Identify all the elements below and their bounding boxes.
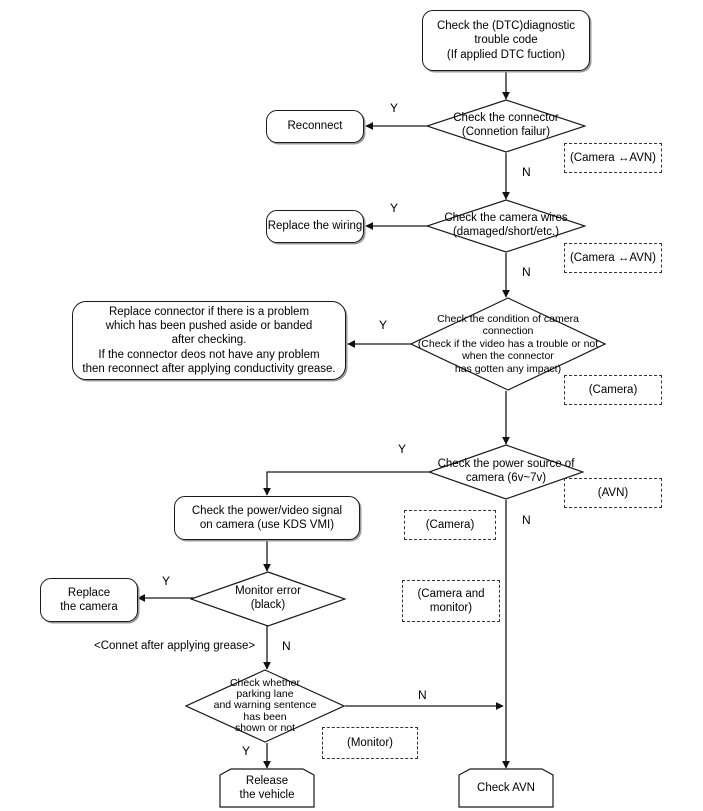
- tag-monitor-label: (Monitor): [346, 736, 393, 749]
- node-decision-4-label: Check the power source of camera (6v~7v): [428, 444, 584, 500]
- node-decision-3-line-2: connection: [482, 325, 534, 338]
- node-decision-camera-connection-condition[interactable]: Check the condition of camera connection…: [410, 297, 606, 391]
- node-decision-5-line-2: (black): [250, 599, 286, 611]
- node-start-line-1: Check the (DTC)diagnostic: [436, 20, 576, 33]
- diamond-shape-2: [426, 199, 586, 253]
- node-decision-2-label: Check the camera wires (damaged/short/et…: [426, 199, 586, 253]
- node-replace-connector-line-2: which has been pushed aside or banded: [105, 320, 313, 333]
- node-decision-6-label: Check whether parking lane and warning s…: [185, 669, 345, 743]
- node-decision-1-line-2: (Connetion failur): [461, 126, 551, 138]
- tag-monitor: (Monitor): [322, 727, 418, 759]
- tag-camera-2-label: (Camera): [425, 518, 475, 531]
- edge-label-d2-yes: Y: [390, 201, 399, 215]
- edge-label-d1-no: N: [522, 165, 531, 179]
- note-connect-after-grease: <Connet after applying grease>: [94, 640, 256, 652]
- node-decision-6-line-1: Check whether: [229, 676, 301, 689]
- diamond-shape-3: [410, 297, 606, 391]
- node-replace-wiring[interactable]: Replace the wiring: [266, 210, 364, 243]
- tag-camera-and-monitor-line-1: (Camera and: [417, 587, 485, 600]
- edge-label-d6-yes: Y: [242, 744, 251, 758]
- node-decision-parking-lane-warning[interactable]: Check whether parking lane and warning s…: [185, 669, 345, 743]
- node-replace-camera[interactable]: Replace the camera: [40, 578, 138, 622]
- node-replace-connector-label: Replace connector if there is a problem …: [82, 305, 335, 375]
- node-release-vehicle-label: Release the vehicle: [219, 768, 315, 808]
- edge-label-d5-yes: Y: [162, 574, 171, 588]
- tag-camera-and-monitor: (Camera and monitor): [402, 580, 500, 622]
- tag-camera-1-label: (Camera): [588, 383, 638, 396]
- node-decision-1-line-1: Check the connector: [453, 112, 559, 125]
- node-decision-4-line-1: Check the power source of: [437, 458, 575, 471]
- node-decision-6-line-2: parking lane: [236, 688, 294, 700]
- tag-camera-avn-1: (Camera ↔AVN): [564, 143, 662, 173]
- tag-camera-2: (Camera): [404, 510, 496, 540]
- node-release-vehicle[interactable]: Release the vehicle: [219, 768, 315, 808]
- node-decision-3-line-4: when the connector: [462, 350, 554, 363]
- node-decision-monitor-error[interactable]: Monitor error (black): [190, 571, 346, 627]
- node-check-signal-line-2: on camera (use KDS VMI): [199, 519, 335, 531]
- edge-label-d4-yes: Y: [398, 442, 407, 456]
- edge-label-d6-no: N: [418, 688, 427, 702]
- node-check-signal-line-1: Check the power/video signal: [191, 504, 343, 517]
- tag-camera-avn-2-label: (Camera ↔AVN): [569, 251, 657, 264]
- node-decision-6-line-4: has been: [243, 710, 287, 723]
- diamond-shape-1: [426, 99, 586, 153]
- diamond-shape-5: [190, 571, 346, 627]
- node-decision-power-source[interactable]: Check the power source of camera (6v~7v): [428, 444, 584, 500]
- node-decision-6-line-3: and warning sentence: [213, 699, 317, 712]
- node-replace-camera-label: Replace the camera: [60, 586, 118, 614]
- node-check-signal-label: Check the power/video signal on camera (…: [192, 504, 342, 532]
- node-decision-2-line-2: (damaged/short/etc.): [452, 226, 560, 238]
- tag-camera-avn-2: (Camera ↔AVN): [564, 243, 662, 273]
- edge-label-d3-yes: Y: [379, 318, 388, 332]
- tag-camera-avn-1-label: (Camera ↔AVN): [569, 151, 657, 164]
- node-release-line-1: Release: [245, 774, 289, 787]
- node-check-avn-label: Check AVN: [458, 768, 554, 808]
- node-decision-3-label: Check the condition of camera connection…: [410, 297, 606, 391]
- node-reconnect[interactable]: Reconnect: [266, 110, 364, 143]
- node-decision-5-label: Monitor error (black): [190, 571, 346, 627]
- tag-camera-and-monitor-line-2: monitor): [429, 602, 473, 614]
- node-decision-check-connector[interactable]: Check the connector (Connetion failur): [426, 99, 586, 153]
- node-reconnect-label: Reconnect: [287, 120, 343, 133]
- node-replace-connector-line-1: Replace connector if there is a problem: [108, 306, 310, 319]
- node-replace-camera-line-2: the camera: [60, 601, 118, 613]
- node-decision-check-camera-wires[interactable]: Check the camera wires (damaged/short/et…: [426, 199, 586, 253]
- node-check-avn[interactable]: Check AVN: [458, 768, 554, 808]
- tag-avn: (AVN): [564, 478, 662, 508]
- node-decision-4-line-2: camera (6v~7v): [465, 472, 547, 484]
- node-start-line-2: trouble code: [474, 34, 538, 47]
- node-decision-1-label: Check the connector (Connetion failur): [426, 99, 586, 153]
- node-replace-camera-line-1: Replace: [67, 586, 111, 599]
- node-decision-3-line-1: Check the condition of camera: [437, 312, 579, 325]
- node-check-avn-line-1: Check AVN: [477, 781, 535, 794]
- node-decision-3-line-3: (Check if the video has a trouble or not: [417, 337, 599, 350]
- node-replace-connector-line-5: then reconnect after applying conductivi…: [82, 362, 336, 375]
- tag-camera-and-monitor-label: (Camera and monitor): [417, 587, 484, 615]
- node-decision-5-line-1: Monitor error: [235, 585, 301, 598]
- edge-label-d1-yes: Y: [390, 101, 399, 115]
- node-release-line-2: the vehicle: [239, 789, 295, 801]
- node-replace-connector-line-4: If the connector deos not have any probl…: [98, 348, 320, 361]
- node-decision-3-line-5: has gotten any impact): [454, 362, 562, 375]
- node-decision-6-line-5: shown or not: [234, 721, 296, 734]
- edge-label-d2-no: N: [522, 265, 531, 279]
- node-replace-wiring-label: Replace the wiring: [267, 220, 363, 233]
- banner-shape-check-avn: [458, 768, 554, 808]
- node-start-check-dtc[interactable]: Check the (DTC)diagnostic trouble code (…: [422, 10, 590, 71]
- tag-avn-label: (AVN): [597, 486, 629, 499]
- edge-label-d5-no: N: [282, 639, 291, 653]
- edge-label-d4-no: N: [522, 513, 531, 527]
- diamond-shape-6: [185, 669, 345, 743]
- node-start-label: Check the (DTC)diagnostic trouble code (…: [437, 19, 575, 61]
- node-replace-connector-instructions[interactable]: Replace connector if there is a problem …: [72, 301, 346, 380]
- node-start-line-3: (If applied DTC fuction): [446, 48, 566, 61]
- node-check-power-video-signal[interactable]: Check the power/video signal on camera (…: [174, 496, 360, 540]
- node-decision-2-line-1: Check the camera wires: [444, 212, 568, 225]
- banner-shape-release: [219, 768, 315, 808]
- diamond-shape-4: [428, 444, 584, 500]
- tag-camera-1: (Camera): [564, 375, 662, 405]
- node-replace-connector-line-3: after checking.: [171, 334, 247, 347]
